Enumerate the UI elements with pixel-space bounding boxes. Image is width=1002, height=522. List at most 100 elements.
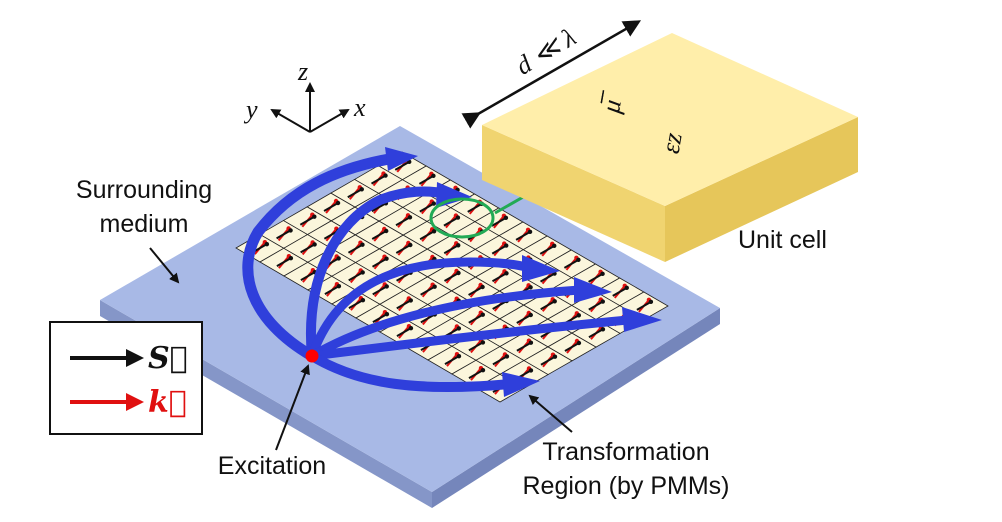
s-arrow-head bbox=[407, 215, 413, 220]
s-arrow bbox=[516, 314, 532, 324]
s-arrow-head bbox=[600, 271, 605, 277]
s-arrow-head bbox=[456, 326, 462, 331]
s-arrow bbox=[491, 216, 507, 227]
s-arrow bbox=[588, 328, 604, 339]
s-arrow bbox=[348, 271, 364, 282]
s-arrow-head bbox=[624, 285, 629, 291]
s-arrow bbox=[299, 215, 315, 226]
s-arrow bbox=[395, 216, 411, 227]
s-arrow-head bbox=[408, 325, 414, 331]
beam-outer bbox=[242, 152, 401, 362]
s-arrow bbox=[347, 188, 363, 199]
size-relation-label: d ≪ λ bbox=[511, 23, 581, 81]
s-arrow bbox=[467, 202, 483, 213]
s-arrow bbox=[372, 257, 388, 268]
surrounding-medium-pointer bbox=[149, 247, 180, 284]
excitation-label: Excitation bbox=[218, 452, 326, 480]
s-arrow-head bbox=[504, 243, 509, 248]
unit-cell-highlight bbox=[429, 197, 495, 239]
s-arrow bbox=[420, 285, 436, 296]
axis-y-label: y bbox=[243, 95, 258, 124]
s-arrow bbox=[444, 355, 460, 366]
s-arrow-head bbox=[312, 214, 317, 219]
s-arrow bbox=[371, 174, 386, 185]
unit-cell-top bbox=[482, 33, 858, 206]
s-arrow bbox=[443, 244, 459, 255]
s-arrow bbox=[588, 300, 604, 311]
beam-5 bbox=[307, 315, 633, 361]
s-arrow-head bbox=[360, 242, 365, 247]
s-arrow bbox=[396, 327, 412, 338]
legend: S⃗ k⃗ bbox=[49, 321, 203, 435]
s-arrow bbox=[564, 342, 580, 352]
s-arrow bbox=[468, 313, 484, 324]
s-arrow-head bbox=[408, 298, 413, 303]
s-arrow-head bbox=[384, 284, 389, 289]
s-arrow bbox=[372, 285, 388, 296]
s-arrow bbox=[540, 272, 555, 283]
s-arrow-head bbox=[359, 187, 364, 192]
s-arrow-head bbox=[480, 284, 485, 290]
s-arrow bbox=[515, 230, 531, 241]
s-arrow bbox=[468, 341, 484, 352]
s-arrow-head bbox=[431, 173, 436, 179]
s-arrow-head bbox=[504, 354, 510, 359]
s-arrow-head bbox=[576, 313, 582, 318]
s-arrow bbox=[394, 160, 410, 171]
s-arrow bbox=[276, 257, 292, 268]
s-arrow-head bbox=[528, 285, 533, 290]
epsilon-z-label: εz bbox=[656, 131, 688, 156]
beam-4-head bbox=[574, 277, 612, 303]
s-arrow-head bbox=[360, 297, 366, 303]
s-arrow-head bbox=[552, 243, 557, 249]
s-arrow bbox=[468, 369, 484, 380]
s-arrow-head bbox=[480, 340, 486, 345]
s-arrow bbox=[492, 355, 508, 366]
s-arrow-head bbox=[431, 229, 437, 234]
s-arrow-head bbox=[576, 257, 581, 263]
s-arrow-head bbox=[503, 215, 509, 221]
s-arrow bbox=[324, 285, 340, 296]
s-arrow bbox=[396, 271, 412, 282]
s-arrow-head bbox=[431, 201, 436, 206]
s-arrow bbox=[323, 202, 339, 212]
s-arrow bbox=[516, 341, 532, 352]
s-arrow bbox=[636, 300, 652, 311]
s-arrow-head bbox=[528, 312, 533, 318]
s-arrow-head bbox=[527, 229, 533, 235]
s-arrow-head bbox=[360, 270, 365, 275]
legend-s-arrow-head bbox=[126, 349, 144, 367]
s-arrow-head bbox=[384, 311, 390, 317]
s-arrow-head bbox=[408, 242, 413, 248]
coordinate-axes bbox=[270, 82, 350, 133]
s-arrow-head bbox=[480, 312, 485, 317]
wave-beams bbox=[242, 147, 662, 397]
s-arrow bbox=[418, 174, 434, 185]
transformation-pointer bbox=[528, 394, 573, 433]
surrounding-medium-label-line1: Surrounding bbox=[76, 176, 212, 204]
s-arrow bbox=[348, 299, 364, 310]
s-arrow-head bbox=[288, 228, 293, 233]
unit-cell-right bbox=[665, 117, 858, 262]
legend-k-label: k⃗ bbox=[148, 385, 187, 420]
s-arrow-head bbox=[383, 173, 388, 178]
s-arrow bbox=[444, 272, 459, 282]
axis-x-label: x bbox=[353, 93, 366, 122]
s-arrow bbox=[396, 299, 412, 310]
s-arrow bbox=[539, 244, 555, 255]
s-arrow-head bbox=[384, 256, 389, 261]
s-arrow-head bbox=[312, 242, 317, 247]
s-arrow bbox=[540, 355, 556, 366]
s-arrow-head bbox=[264, 241, 270, 247]
s-arrow-head bbox=[335, 200, 341, 206]
excitation-pointer bbox=[275, 364, 310, 451]
s-arrow bbox=[612, 286, 628, 297]
size-dimension-arrow bbox=[461, 20, 642, 129]
legend-s-label: S⃗ bbox=[148, 341, 188, 376]
s-arrow bbox=[492, 300, 508, 310]
transformation-label-line1: Transformation bbox=[542, 438, 709, 466]
s-arrow-head bbox=[384, 228, 389, 234]
s-arrow-head bbox=[552, 299, 557, 304]
beam-5-head bbox=[622, 307, 662, 332]
